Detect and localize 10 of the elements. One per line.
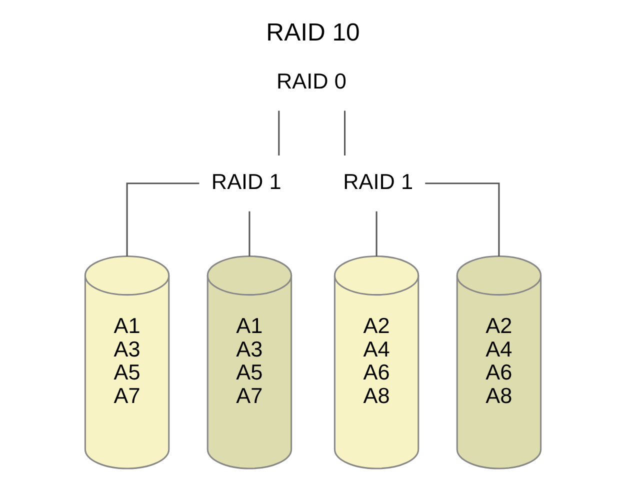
connector	[344, 110, 346, 156]
connector	[278, 110, 280, 156]
node-text: RAID 1	[342, 169, 413, 194]
node-text: RAID 0	[276, 68, 346, 94]
diagram-title: RAID 10	[266, 20, 360, 47]
connector	[375, 211, 377, 256]
connector	[248, 211, 250, 256]
node-text: RAID 1	[210, 169, 281, 194]
connector	[126, 182, 199, 256]
connector	[424, 182, 500, 256]
